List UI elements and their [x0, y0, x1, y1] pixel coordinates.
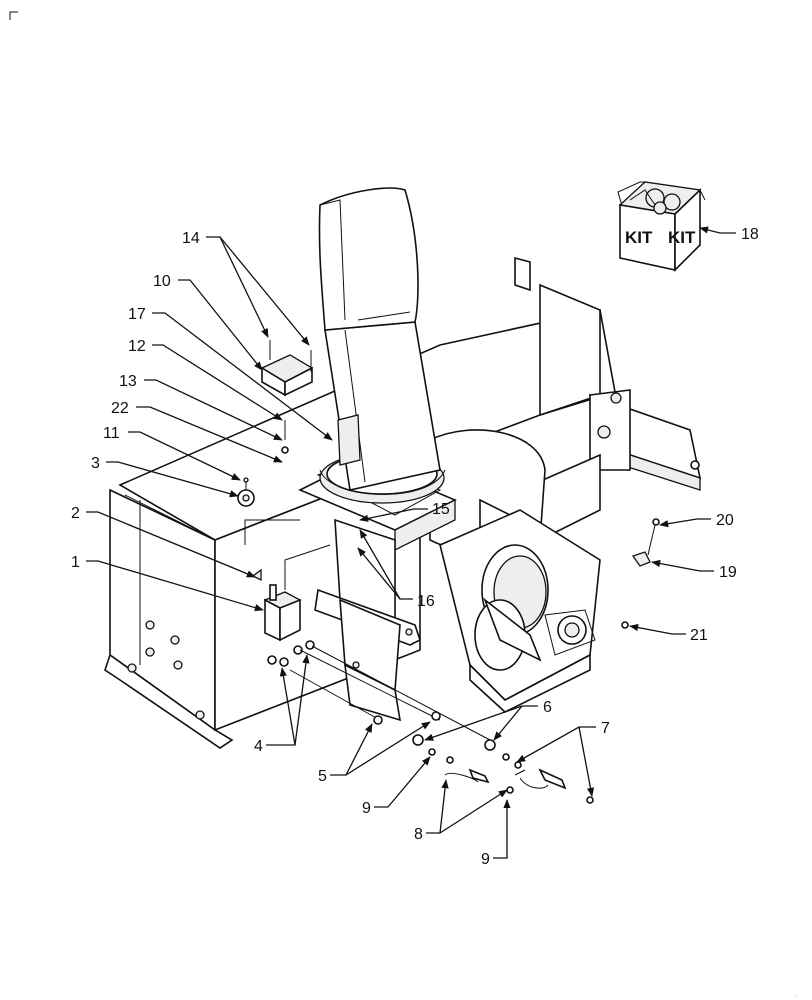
callout-7: 7: [601, 720, 610, 737]
hydraulic-valve: [244, 519, 331, 667]
callout-12: 12: [128, 338, 146, 355]
kit-label-side: KIT: [668, 228, 696, 247]
callout-10: 10: [153, 273, 171, 290]
callout-4: 4: [254, 738, 263, 755]
callout-17: 17: [128, 306, 146, 323]
chute-motor: [237, 340, 314, 582]
leader-lines: [86, 226, 736, 859]
discharge-spout: [314, 518, 421, 722]
callout-15: 15: [432, 501, 450, 518]
corner-mark: .: [795, 989, 797, 998]
callout-21: 21: [690, 627, 708, 644]
kit-box: KIT KIT: [617, 181, 706, 272]
callouts: 14 10 17 12 13 22 11 3 2 1 15 16 4 5 6 7…: [71, 226, 759, 868]
callout-6: 6: [543, 699, 552, 716]
callout-9-lower: 9: [481, 851, 490, 868]
callout-16: 16: [417, 593, 435, 610]
bolt-hardware: [621, 518, 660, 629]
discharge-chute: [318, 187, 446, 504]
callout-18: 18: [741, 226, 759, 243]
callout-14: 14: [182, 230, 200, 247]
kit-label-front: KIT: [625, 228, 653, 247]
drive-pulley-assembly: [439, 509, 601, 713]
callout-9-upper: 9: [362, 800, 371, 817]
callout-5: 5: [318, 768, 327, 785]
callout-20: 20: [716, 512, 734, 529]
callout-3: 3: [91, 455, 100, 472]
callout-22: 22: [111, 400, 129, 417]
crop-mark: [9, 11, 18, 20]
callout-19: 19: [719, 564, 737, 581]
callout-11: 11: [103, 425, 120, 442]
callout-1: 1: [71, 554, 80, 571]
callout-2: 2: [71, 505, 80, 522]
callout-13: 13: [119, 373, 137, 390]
callout-8: 8: [414, 826, 423, 843]
